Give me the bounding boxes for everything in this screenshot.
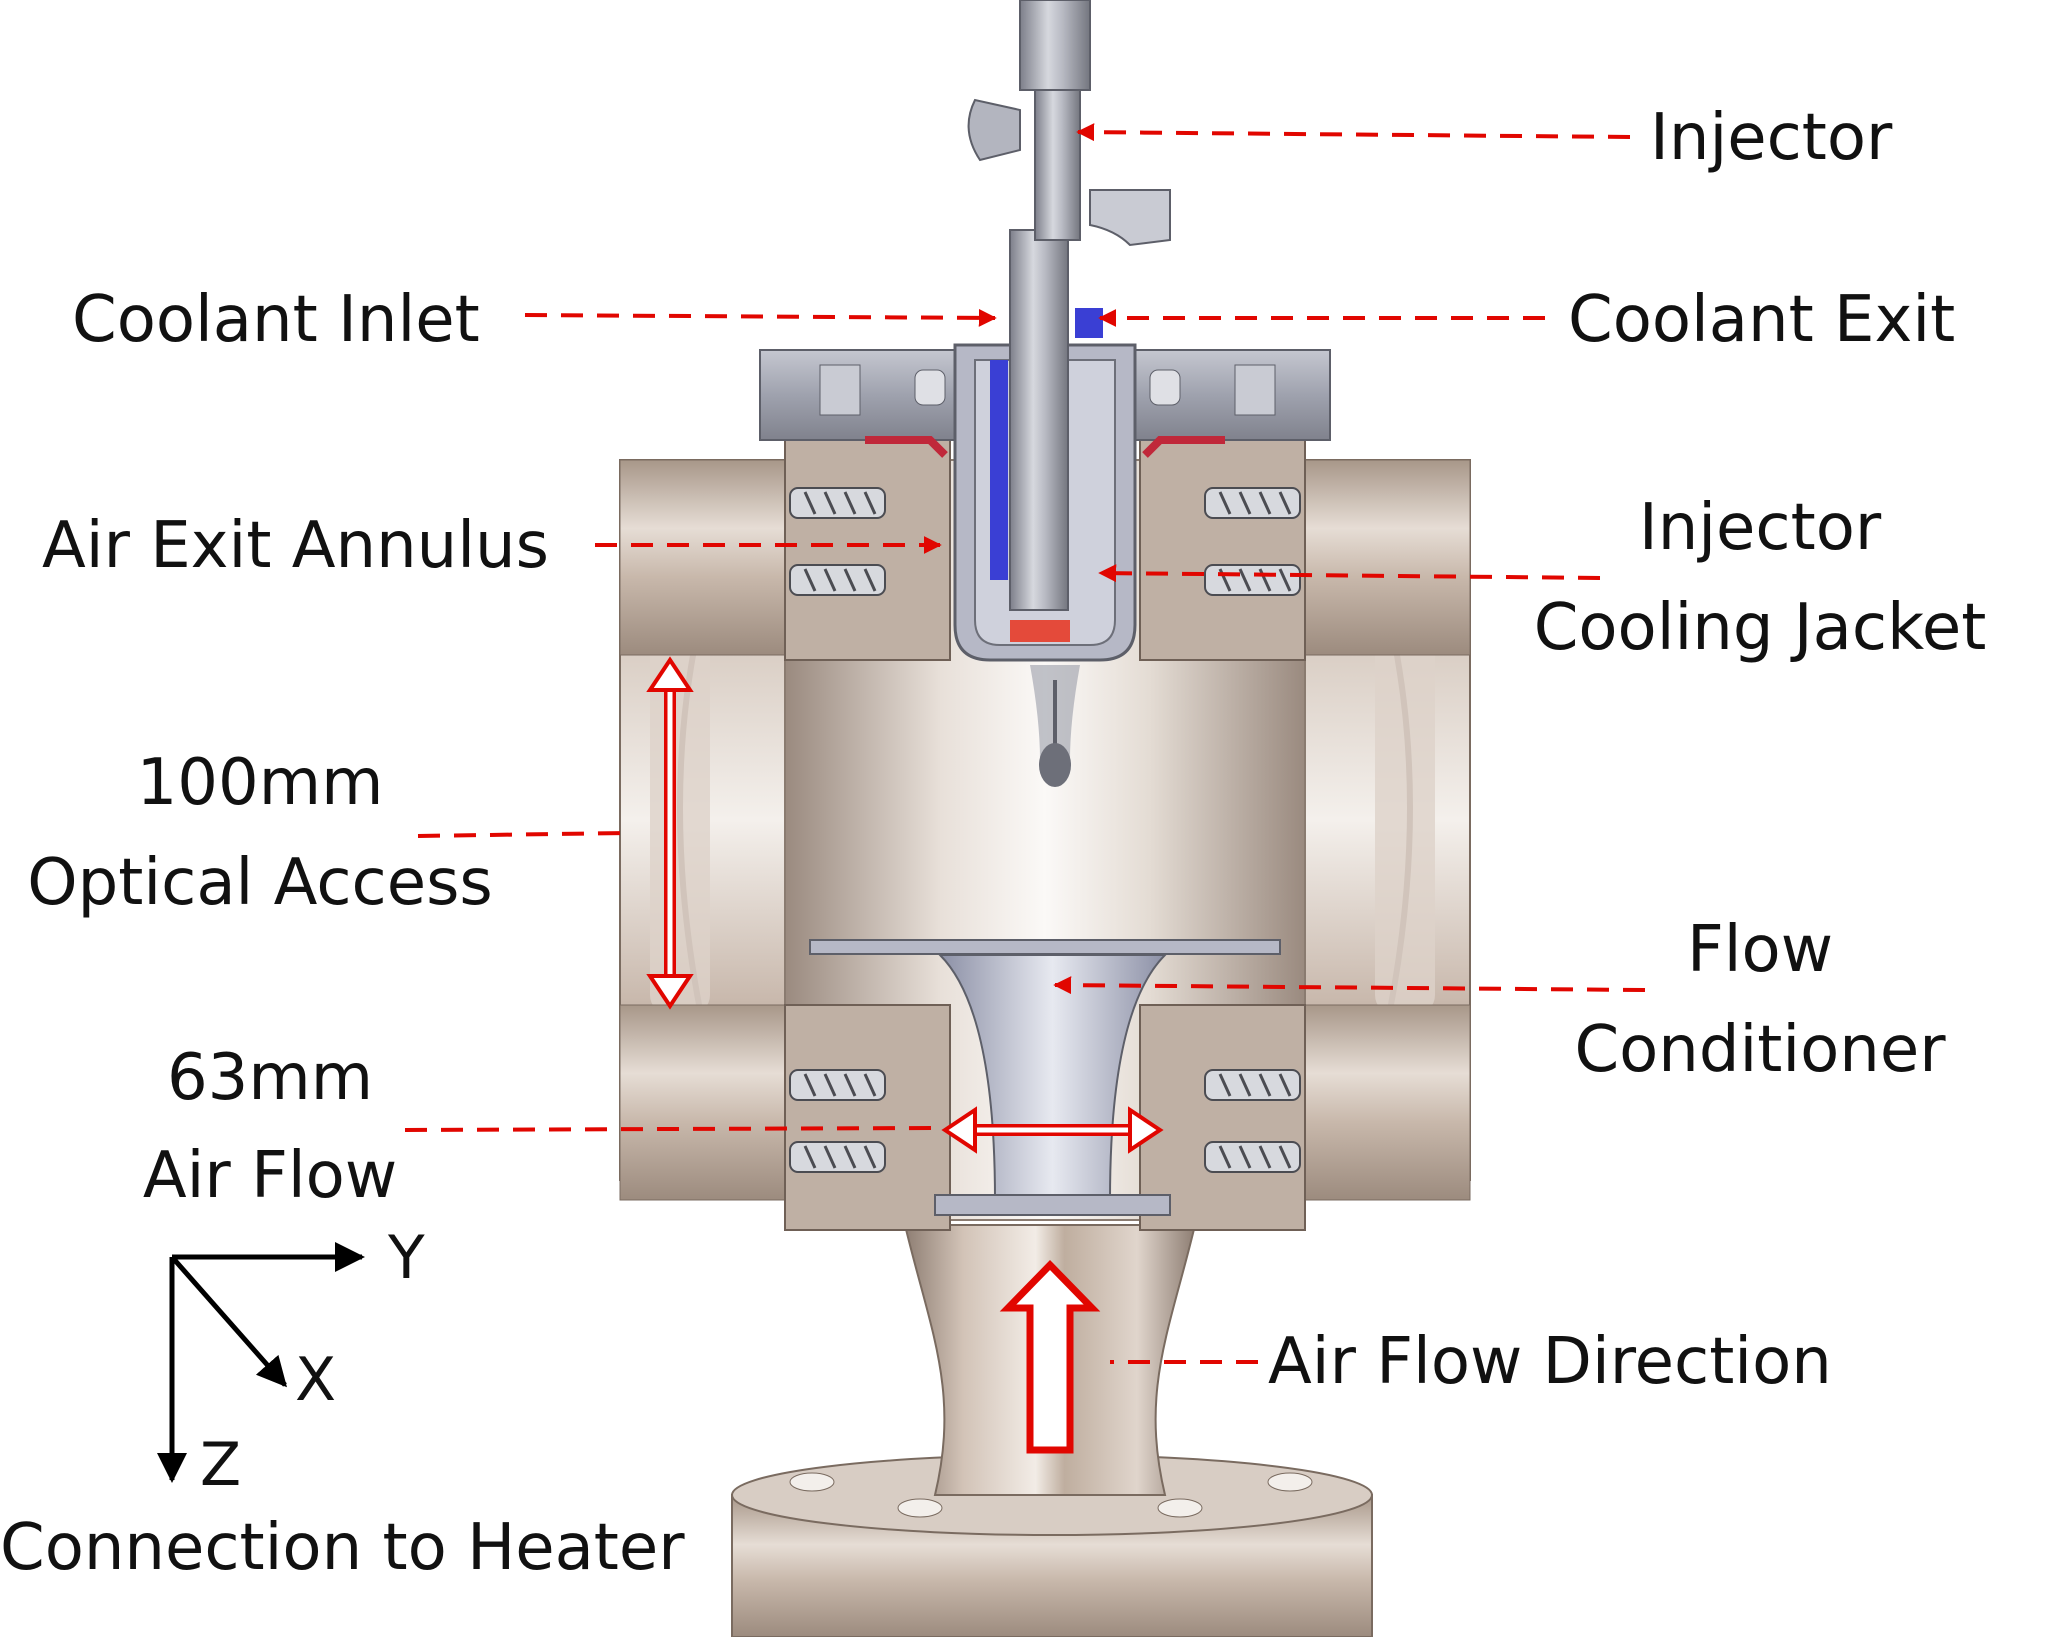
label-optical-access-line1: 100mm xyxy=(136,746,384,820)
optical-access-dimension-arrow xyxy=(646,656,694,1010)
air-flow-dimension-arrow xyxy=(941,1106,1164,1154)
flange-bolts xyxy=(789,487,1301,1173)
axis-x-arrow xyxy=(170,1255,287,1388)
axis-label-y: Y xyxy=(388,1223,425,1293)
axis-label-x: X xyxy=(295,1345,337,1415)
leader-injector xyxy=(1076,123,1631,142)
label-injector-cooling-jacket-line2: Cooling Jacket xyxy=(1533,591,1987,665)
leader-cooling-jacket xyxy=(1098,564,1601,583)
label-air-flow-line1: 63mm xyxy=(166,1041,374,1115)
leader-coolant-inlet xyxy=(524,308,997,327)
leader-lines xyxy=(404,123,1646,1364)
injector-body xyxy=(967,0,1171,787)
air-flow-direction-arrow xyxy=(999,1259,1101,1454)
label-air-flow-line2: Air Flow xyxy=(142,1139,398,1213)
label-optical-access-line2: Optical Access xyxy=(27,846,493,920)
leader-air-flow xyxy=(404,1126,936,1132)
axis-label-z: Z xyxy=(200,1430,242,1500)
flow-conditioner xyxy=(809,939,1281,1216)
label-coolant-exit: Coolant Exit xyxy=(1568,283,1956,357)
coordinate-axes xyxy=(157,1242,365,1483)
label-air-exit-annulus: Air Exit Annulus xyxy=(42,509,549,583)
label-injector-cooling-jacket-line1: Injector xyxy=(1638,491,1882,565)
leader-optical-access xyxy=(417,831,626,838)
chamber-flanges xyxy=(619,439,1471,1231)
leader-flow-conditioner xyxy=(1053,976,1646,995)
label-injector: Injector xyxy=(1650,101,1893,175)
label-flow-conditioner-line2: Conditioner xyxy=(1574,1013,1946,1087)
label-connection-to-heater: Connection to Heater xyxy=(0,1511,685,1585)
label-flow-conditioner-line1: Flow xyxy=(1686,913,1834,987)
label-coolant-inlet: Coolant Inlet xyxy=(72,283,480,357)
label-air-flow-direction: Air Flow Direction xyxy=(1268,1325,1832,1399)
